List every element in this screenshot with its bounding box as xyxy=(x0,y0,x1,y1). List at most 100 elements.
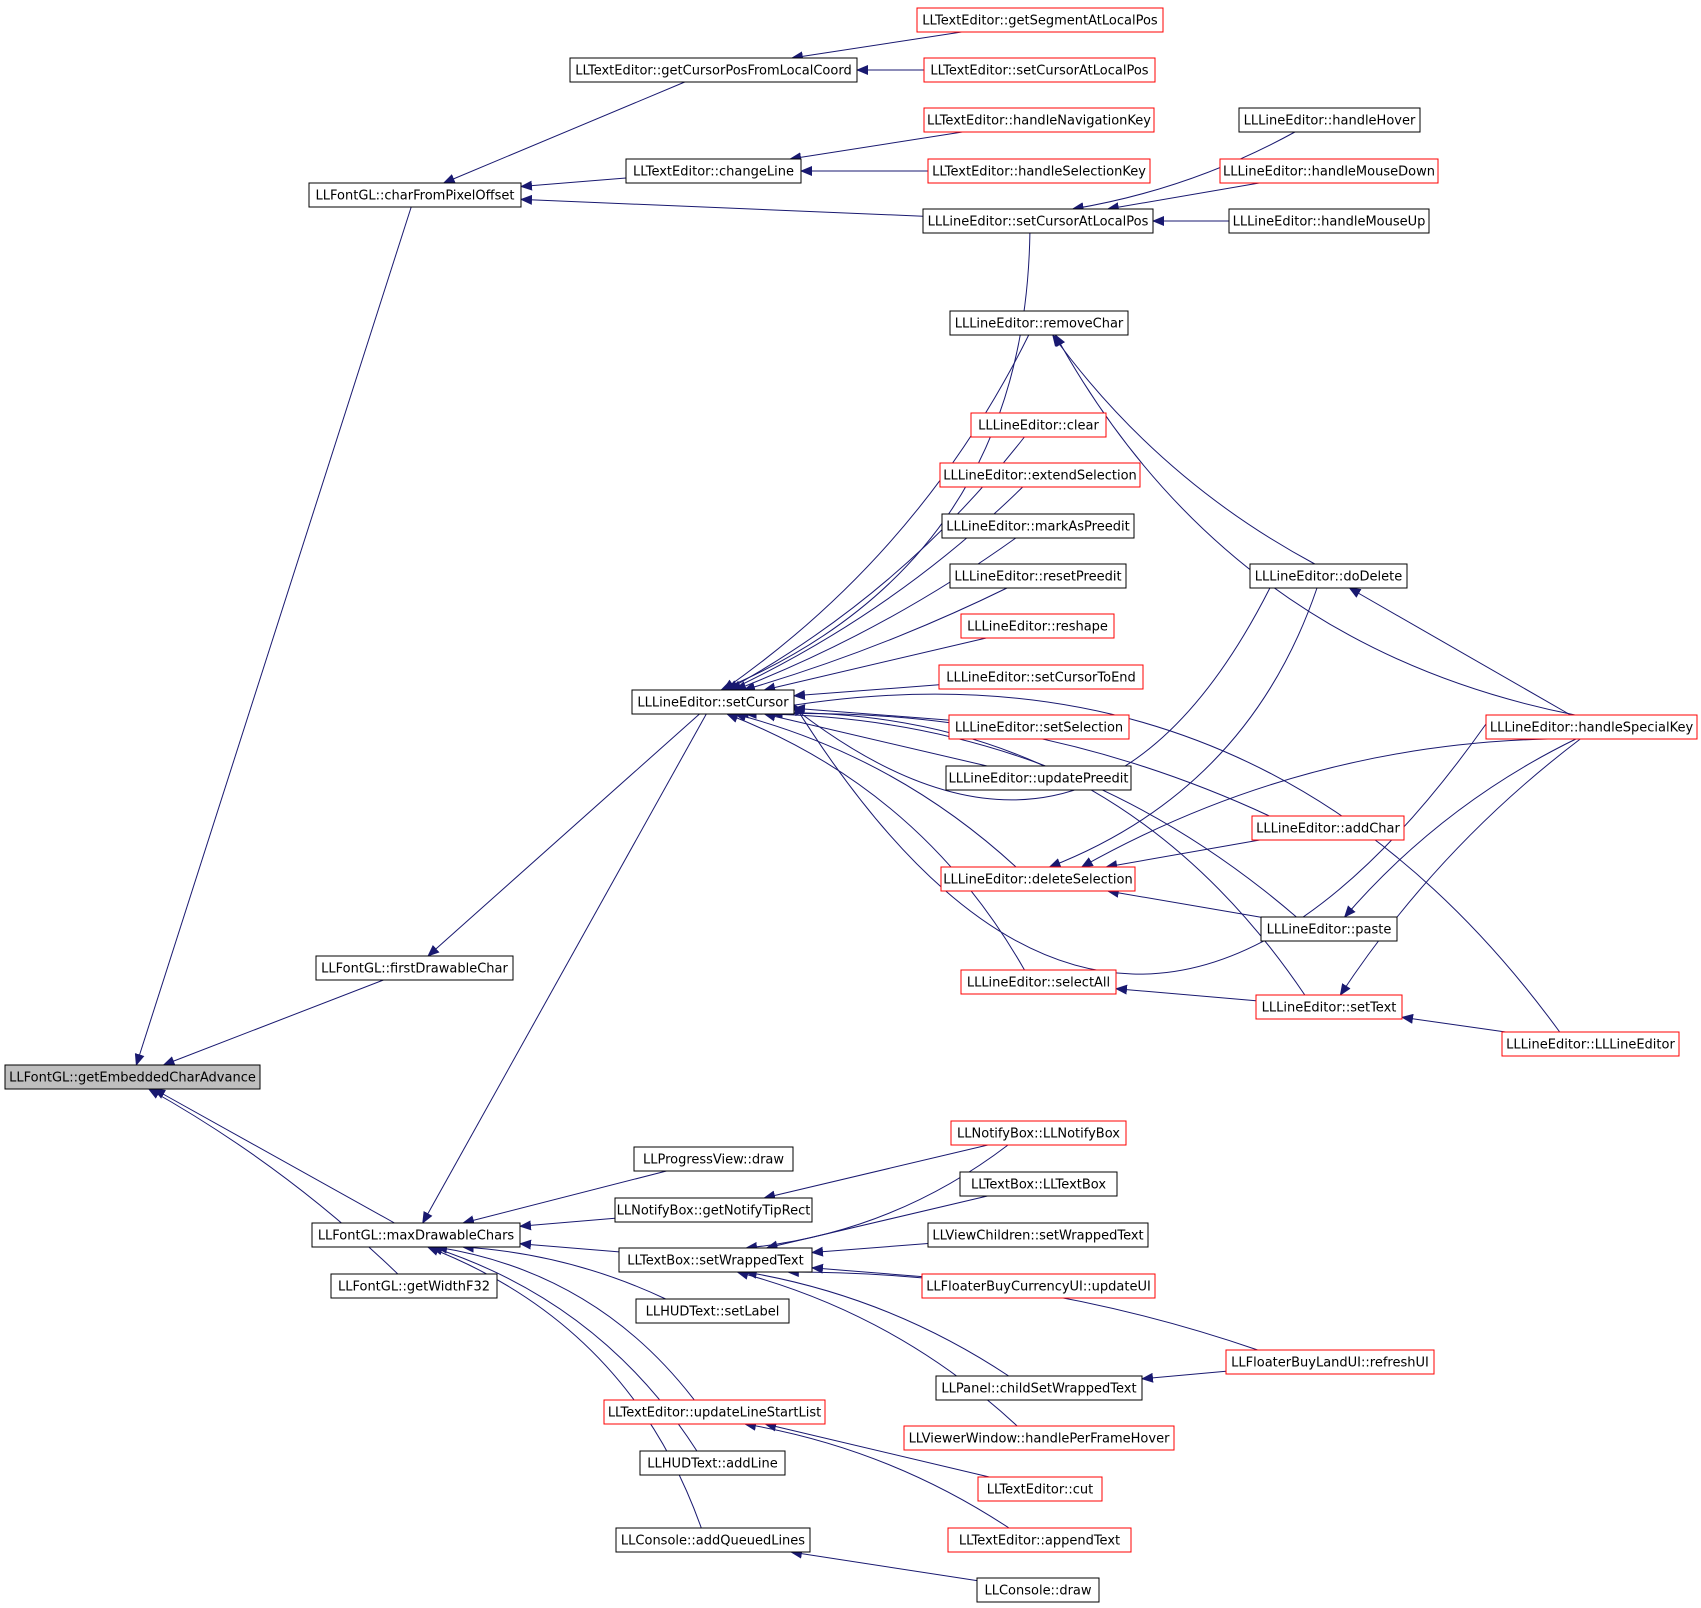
node-te_getSegmentAtLocalPos[interactable]: LLTextEditor::getSegmentAtLocalPos xyxy=(916,7,1164,33)
node-le_doDelete[interactable]: LLLineEditor::doDelete xyxy=(1249,563,1408,589)
node-le_extendSelection[interactable]: LLLineEditor::extendSelection xyxy=(939,462,1141,488)
node-te_cut[interactable]: LLTextEditor::cut xyxy=(977,1476,1103,1502)
node-box xyxy=(940,866,1136,892)
node-te_appendText[interactable]: LLTextEditor::appendText xyxy=(947,1527,1132,1553)
node-vc_setWrappedText[interactable]: LLViewChildren::setWrappedText xyxy=(927,1222,1149,1248)
node-pv_draw[interactable]: LLProgressView::draw xyxy=(633,1146,794,1172)
edge-le_doDelete-to-le_deleteSelection xyxy=(1048,587,1318,868)
node-le_deleteSelection[interactable]: LLLineEditor::deleteSelection xyxy=(940,866,1136,892)
node-le_handleSpecialKey[interactable]: LLLineEditor::handleSpecialKey xyxy=(1485,714,1698,740)
node-le_setCursorAtLocalPos[interactable]: LLLineEditor::setCursorAtLocalPos xyxy=(922,208,1154,234)
node-tb_setWrappedText[interactable]: LLTextBox::setWrappedText xyxy=(618,1247,813,1273)
node-label: LLViewChildren::setWrappedText xyxy=(932,1229,1143,1244)
node-te_getCursorPosFromLocalCoord[interactable]: LLTextEditor::getCursorPosFromLocalCoord xyxy=(569,57,858,83)
node-hud_addLine[interactable]: LLHUDText::addLine xyxy=(639,1450,786,1476)
node-box xyxy=(308,182,522,208)
edge-nb_ctor-to-nb_getNotifyTipRect xyxy=(763,1144,989,1201)
node-le_markAsPreedit[interactable]: LLLineEditor::markAsPreedit xyxy=(941,513,1135,539)
node-box xyxy=(977,1476,1103,1502)
node-box xyxy=(625,158,802,184)
node-le_setCursor[interactable]: LLLineEditor::setCursor xyxy=(631,689,795,715)
node-getWidthF32[interactable]: LLFontGL::getWidthF32 xyxy=(330,1273,498,1299)
node-vw_handlePerFrameHover[interactable]: LLViewerWindow::handlePerFrameHover xyxy=(903,1425,1175,1451)
node-box xyxy=(927,158,1151,184)
node-le_clear[interactable]: LLLineEditor::clear xyxy=(970,412,1107,438)
node-box xyxy=(1251,815,1405,841)
node-le_ctor[interactable]: LLLineEditor::LLLineEditor xyxy=(1501,1031,1680,1057)
node-box xyxy=(941,513,1135,539)
node-tb_ctor[interactable]: LLTextBox::LLTextBox xyxy=(959,1171,1118,1197)
node-firstDrawableChar[interactable]: LLFontGL::firstDrawableChar xyxy=(315,955,514,981)
node-box xyxy=(1249,563,1408,589)
node-hud_setLabel[interactable]: LLHUDText::setLabel xyxy=(635,1298,790,1324)
node-label: LLFloaterBuyLandUI::refreshUI xyxy=(1231,1356,1429,1371)
node-label: LLTextEditor::handleSelectionKey xyxy=(932,165,1146,180)
edge-con_draw-to-con_addQueuedLines xyxy=(790,1548,978,1582)
edge-nb_getNotifyTipRect-to-maxDrawableChars xyxy=(519,1217,616,1231)
node-label: LLLineEditor::addChar xyxy=(1256,822,1400,837)
node-le_handleHover[interactable]: LLLineEditor::handleHover xyxy=(1238,107,1421,133)
node-label: LLTextEditor::getSegmentAtLocalPos xyxy=(922,14,1158,29)
node-label: LLProgressView::draw xyxy=(643,1153,784,1168)
node-box xyxy=(1238,107,1421,133)
node-box xyxy=(569,57,858,83)
node-con_draw[interactable]: LLConsole::draw xyxy=(976,1577,1100,1603)
node-box xyxy=(1485,714,1698,740)
node-fbc_updateUI[interactable]: LLFloaterBuyCurrencyUI::updateUI xyxy=(921,1273,1156,1299)
edge-le_paste-to-le_deleteSelection xyxy=(1106,887,1262,918)
node-label: LLLineEditor::handleHover xyxy=(1244,114,1416,129)
edge-le_handleSpecialKey-to-le_doDelete xyxy=(1348,587,1571,716)
edge-le_handleMouseDown-to-le_setCursorAtLocalPos xyxy=(1106,182,1260,213)
node-nb_ctor[interactable]: LLNotifyBox::LLNotifyBox xyxy=(950,1120,1127,1146)
node-label: LLLineEditor::deleteSelection xyxy=(943,873,1132,888)
node-le_handleMouseDown[interactable]: LLLineEditor::handleMouseDown xyxy=(1219,158,1439,184)
node-label: LLPanel::childSetWrappedText xyxy=(941,1382,1136,1397)
node-label: LLLineEditor::resetPreedit xyxy=(954,570,1121,585)
node-layer: LLFontGL::getEmbeddedCharAdvanceLLFontGL… xyxy=(4,7,1698,1603)
node-box xyxy=(938,664,1144,690)
edge-le_setCursor-to-maxDrawableChars xyxy=(422,713,707,1224)
node-maxDrawableChars[interactable]: LLFontGL::maxDrawableChars xyxy=(311,1222,521,1248)
node-fbl_refreshUI[interactable]: LLFloaterBuyLandUI::refreshUI xyxy=(1225,1349,1435,1375)
node-le_setCursorToEnd[interactable]: LLLineEditor::setCursorToEnd xyxy=(938,664,1144,690)
node-label: LLConsole::draw xyxy=(984,1584,1091,1599)
node-le_setSelection[interactable]: LLLineEditor::setSelection xyxy=(948,714,1130,740)
node-label: LLLineEditor::extendSelection xyxy=(943,469,1137,484)
node-le_handleMouseUp[interactable]: LLLineEditor::handleMouseUp xyxy=(1228,208,1430,234)
node-label: LLLineEditor::setCursorToEnd xyxy=(946,671,1136,686)
node-label: LLLineEditor::markAsPreedit xyxy=(946,520,1129,535)
node-le_updatePreedit[interactable]: LLLineEditor::updatePreedit xyxy=(945,765,1132,791)
node-le_paste[interactable]: LLLineEditor::paste xyxy=(1260,916,1398,942)
node-box xyxy=(315,955,514,981)
node-le_removeChar[interactable]: LLLineEditor::removeChar xyxy=(949,310,1129,336)
node-le_setText[interactable]: LLLineEditor::setText xyxy=(1255,994,1403,1020)
node-le_selectAll[interactable]: LLLineEditor::selectAll xyxy=(960,969,1117,995)
node-label: LLLineEditor::handleMouseDown xyxy=(1223,165,1435,180)
node-te_updateLineStartList[interactable]: LLTextEditor::updateLineStartList xyxy=(603,1399,826,1425)
node-label: LLFontGL::getEmbeddedCharAdvance xyxy=(9,1071,256,1086)
edge-tb_ctor-to-tb_setWrappedText xyxy=(765,1195,988,1251)
edge-firstDrawableChar-to-root xyxy=(162,979,384,1066)
node-te_handleNavigationKey[interactable]: LLTextEditor::handleNavigationKey xyxy=(923,107,1155,133)
node-te_changeLine[interactable]: LLTextEditor::changeLine xyxy=(625,158,802,184)
node-box xyxy=(945,765,1132,791)
node-nb_getNotifyTipRect[interactable]: LLNotifyBox::getNotifyTipRect xyxy=(614,1197,813,1223)
node-label: LLLineEditor::handleMouseUp xyxy=(1233,215,1426,230)
node-charFromPixelOffset[interactable]: LLFontGL::charFromPixelOffset xyxy=(308,182,522,208)
edge-le_ctor-to-le_setCursor xyxy=(742,693,1561,1033)
node-te_handleSelectionKey[interactable]: LLTextEditor::handleSelectionKey xyxy=(927,158,1151,184)
node-box xyxy=(922,208,1154,234)
edge-le_handleSpecialKey-to-le_deleteSelection xyxy=(1080,738,1548,868)
node-label: LLTextEditor::updateLineStartList xyxy=(608,1406,821,1421)
node-le_reshape[interactable]: LLLineEditor::reshape xyxy=(960,613,1115,639)
node-le_addChar[interactable]: LLLineEditor::addChar xyxy=(1251,815,1405,841)
edge-hud_setLabel-to-maxDrawableChars xyxy=(461,1242,666,1300)
node-con_addQueuedLines[interactable]: LLConsole::addQueuedLines xyxy=(615,1527,811,1553)
node-box xyxy=(1260,916,1398,942)
node-label: LLTextEditor::cut xyxy=(987,1483,1093,1498)
edge-le_handleSpecialKey-to-le_paste xyxy=(1343,738,1577,918)
node-te_setCursorAtLocalPos[interactable]: LLTextEditor::setCursorAtLocalPos xyxy=(923,57,1156,83)
node-le_resetPreedit[interactable]: LLLineEditor::resetPreedit xyxy=(949,563,1127,589)
edge-le_doDelete-to-le_setCursor xyxy=(770,587,1271,801)
node-panel_childSetWrappedText[interactable]: LLPanel::childSetWrappedText xyxy=(935,1375,1143,1401)
